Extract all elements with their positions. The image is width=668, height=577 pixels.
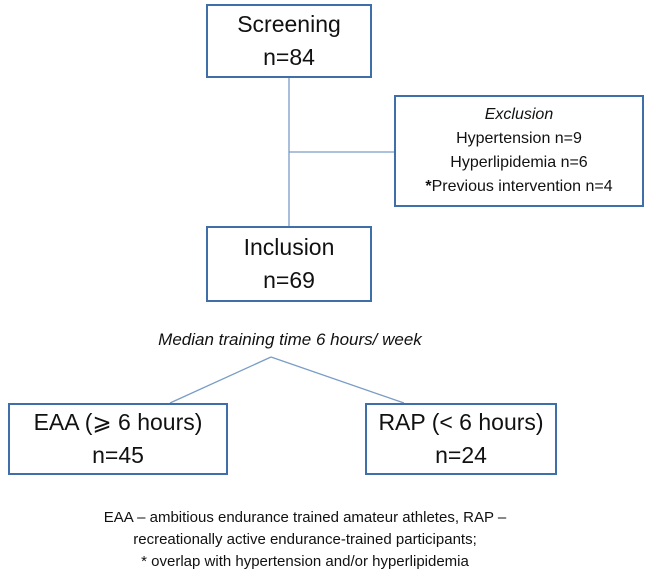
split-to-eaa-line	[169, 356, 272, 404]
previous-intervention-text: Previous intervention n=4	[431, 178, 613, 195]
footnote-line: recreationally active endurance-trained …	[133, 531, 477, 548]
footnote-line: * overlap with hypertension and/or hyper…	[141, 553, 469, 570]
eaa-group-box: EAA (⩾ 6 hours) n=45	[8, 403, 228, 475]
exclusion-previous-intervention: *Previous intervention n=4	[425, 175, 612, 199]
exclusion-hypertension: Hypertension n=9	[456, 130, 582, 147]
inclusion-box: Inclusion n=69	[206, 226, 372, 302]
median-training-note: Median training time 6 hours/ week	[158, 330, 422, 349]
inclusion-title: Inclusion	[243, 234, 335, 260]
rap-group-box: RAP (< 6 hours) n=24	[365, 403, 557, 475]
rap-label: RAP (< 6 hours)	[378, 409, 544, 435]
exclusion-title: Exclusion	[484, 106, 554, 123]
footnote-line: EAA – ambitious endurance trained amateu…	[103, 509, 507, 526]
split-to-rap-line	[270, 356, 405, 404]
screening-box: Screening n=84	[206, 4, 372, 78]
inclusion-count: n=69	[263, 267, 315, 293]
exclusion-box: Exclusion Hypertension n=9 Hyperlipidemi…	[394, 95, 644, 207]
eaa-count: n=45	[92, 442, 144, 468]
exclusion-hyperlipidemia: Hyperlipidemia n=6	[450, 154, 588, 171]
rap-count: n=24	[435, 442, 487, 468]
asterisk-mark: *	[425, 178, 432, 195]
screening-count: n=84	[263, 44, 315, 70]
screening-title: Screening	[237, 11, 341, 37]
eaa-label: EAA (⩾ 6 hours)	[33, 409, 203, 435]
footnote: EAA – ambitious endurance trained amateu…	[20, 507, 590, 573]
